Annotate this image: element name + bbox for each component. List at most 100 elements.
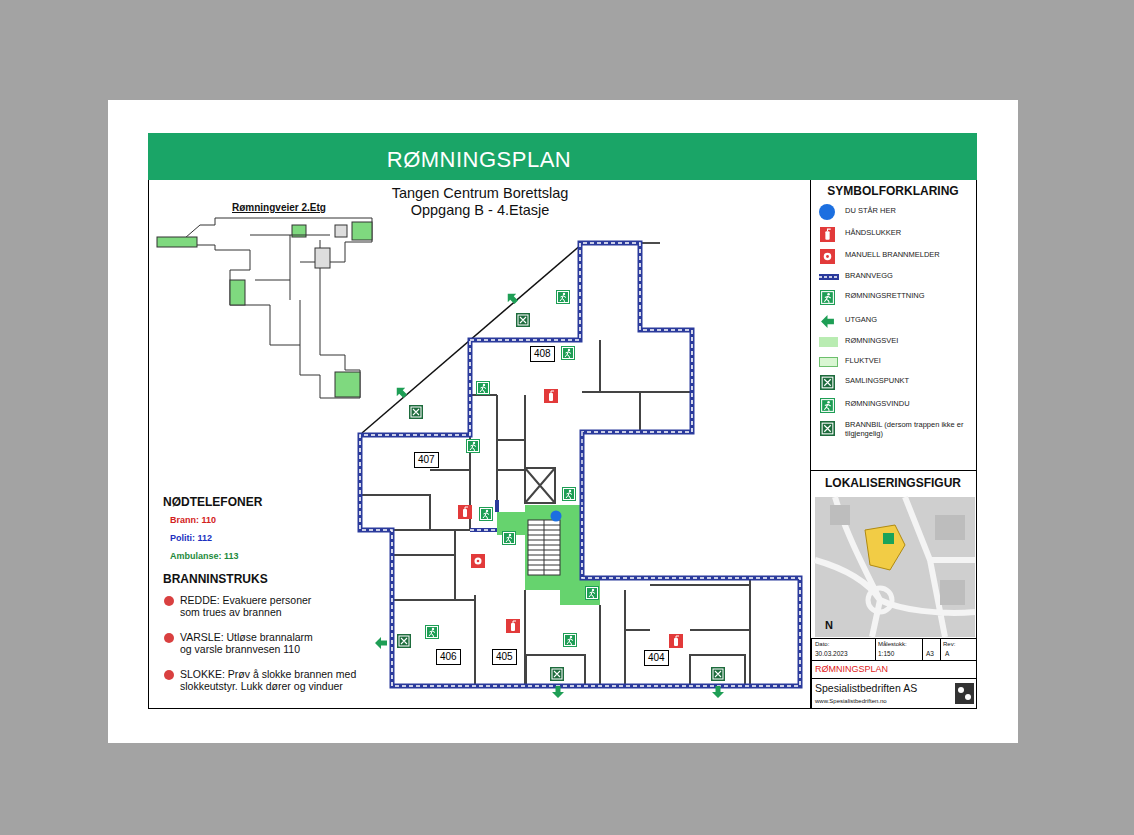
legend-text: RØMNINGSVEI: [845, 337, 898, 346]
plan-icons-part: [504, 290, 521, 307]
room-number: 406: [440, 651, 457, 663]
floor-name: Oppgang B - 4.Etasje: [411, 202, 550, 219]
legend-icons-part: [820, 421, 835, 436]
paper-part: [149, 134, 977, 709]
room-number: 407: [418, 454, 435, 466]
instruction-bullets: [164, 596, 174, 680]
room-number-box: 408: [530, 346, 555, 362]
location-map-part: [830, 505, 850, 525]
legend-text: BRANNVEGG: [845, 272, 893, 281]
plan-icons-part: [562, 347, 575, 360]
legend-text: DU STÅR HER: [845, 207, 896, 216]
legend-text: MANUELL BRANNMELDER: [845, 251, 940, 260]
inset-plan-part: [250, 235, 330, 345]
field-name: Dato:: [815, 641, 829, 648]
map-heading: LOKALISERINGSFIGUR: [825, 477, 961, 491]
inset-plan-part: [352, 222, 372, 240]
plan-icons-part: [544, 389, 558, 403]
instruction-text: REDDE: Evakuere personer som trues av br…: [180, 594, 320, 618]
legend-icons-part: [820, 375, 835, 390]
legend-icons-part: [821, 315, 834, 328]
location-map-part: [935, 515, 965, 540]
plan-icons-part: [477, 382, 490, 395]
section-heading: NØDTELEFONER: [163, 496, 262, 510]
phone-number: Brann: 110: [170, 515, 216, 525]
plan-icons-part: [467, 440, 480, 453]
plan-icons: [375, 290, 725, 698]
legend-icons-part: [820, 249, 835, 264]
legend-text: FLUKTVEI: [845, 357, 881, 366]
paper-part: [810, 180, 811, 708]
inset-plan-part: [157, 237, 197, 247]
floor-plan-part: [497, 505, 600, 605]
building-name: Tangen Centrum Borettslag: [392, 185, 569, 202]
legend-icons: [819, 227, 839, 436]
plan-icons-part: [669, 634, 683, 648]
location-map-part: [868, 588, 892, 612]
floor-plan-part: [360, 243, 800, 686]
legend-icons-part: [819, 274, 839, 280]
company-web: www.Spesialistbedriften.no: [815, 698, 887, 705]
plan-icons-part: [550, 667, 564, 681]
room-number-box: 406: [436, 649, 461, 665]
paper: [108, 100, 1018, 743]
plan-icons-part-part: [504, 290, 521, 307]
inset-plan-part: [185, 218, 372, 398]
field-value: A: [945, 650, 949, 657]
plan-icons-part: [552, 686, 564, 698]
plan-icons-part: [409, 405, 423, 419]
company-name: Spesialistbedriften AS: [815, 682, 917, 694]
title-block: [811, 638, 977, 709]
plan-icons-part: [503, 532, 516, 545]
title-block-part: [955, 683, 974, 704]
section-heading: BRANNINSTRUKS: [163, 573, 268, 587]
field-value: 30.03.2023: [815, 650, 848, 657]
plan-icons-part-part: [393, 384, 410, 401]
paper-part: [108, 100, 1018, 743]
plan-icons-part: [557, 291, 570, 304]
floor-plan-part-part: [528, 520, 560, 575]
location-map-part: [883, 533, 894, 544]
north-mark: N: [825, 619, 833, 632]
field-name: Rev:: [943, 641, 955, 648]
plan-icons-part: [563, 488, 576, 501]
floor-plan-part: [470, 432, 582, 530]
floor-plan-part: [360, 243, 800, 686]
room-number: 405: [496, 651, 513, 663]
plan-icons-part: [712, 686, 724, 698]
plan-title: RØMNINGSPLAN: [387, 147, 571, 172]
drawing-title: RØMNINGSPLAN: [815, 664, 888, 674]
plan-icons-part: [393, 384, 410, 401]
inset-plan-part: [315, 248, 330, 268]
location-map: [815, 497, 975, 637]
floor-plan-part-part: [525, 468, 555, 503]
instruction-bullets-part: [164, 596, 174, 606]
plan-icons-part: [426, 626, 439, 639]
location-map-part: [815, 497, 975, 637]
plan-icons-part: [516, 313, 530, 327]
location-map-part: [815, 497, 975, 637]
legend-text: BRANNBIL (dersom trappen ikke er tilgjen…: [845, 421, 973, 438]
room-number-box: 404: [644, 650, 669, 666]
floor-plan-part-part: [526, 655, 585, 686]
room-number-box: 405: [492, 649, 517, 665]
plan-icons-part: [397, 634, 411, 648]
legend-text: RØMNINGSVINDU: [845, 400, 910, 409]
phone-number: Ambulanse: 113: [170, 551, 239, 561]
room-number-box: 407: [414, 452, 439, 468]
room-number: 408: [534, 348, 551, 360]
phone-number: Politi: 112: [170, 533, 212, 543]
instruction-bullets-part: [164, 670, 174, 680]
legend-swatch: [819, 357, 838, 367]
floor-plan-part: [551, 511, 562, 522]
plan-icons-part: [471, 554, 485, 568]
plan-icons-part-part: [375, 637, 387, 649]
instruction-bullets-part: [164, 633, 174, 643]
plan-icons-part: [506, 619, 520, 633]
floor-plan-part: [360, 243, 800, 686]
location-map-part: [940, 580, 965, 605]
instruction-text: VARSLE: Utløse brannalarm og varsle bran…: [180, 631, 322, 655]
legend-icons-part: [821, 399, 835, 413]
